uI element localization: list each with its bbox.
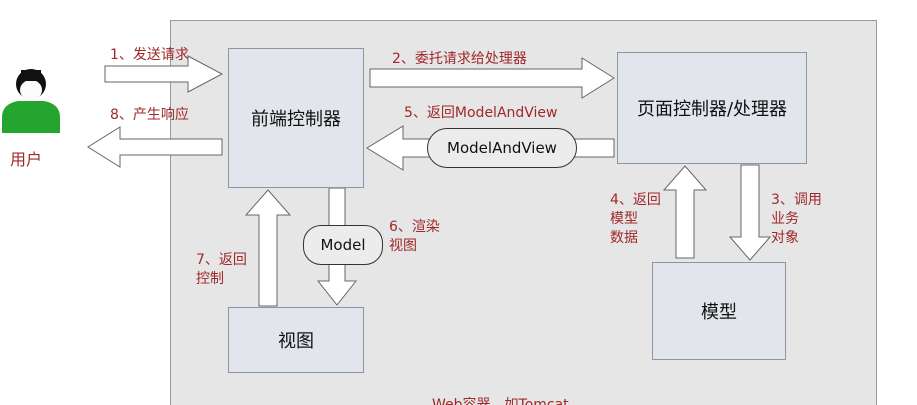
step-4-label: 4、返回 模型 数据	[610, 192, 661, 246]
arrow-return-control	[244, 189, 292, 307]
container-caption: Web容器，如Tomcat	[432, 397, 569, 405]
step-3-label: 3、调用 业务 对象	[771, 192, 822, 246]
model-oval: Model	[303, 225, 383, 265]
arrow-return-model	[662, 165, 708, 259]
user-icon	[2, 69, 60, 133]
step-2-label: 2、委托请求给处理器	[392, 51, 527, 67]
step-6-label: 6、渲染 视图	[389, 219, 440, 254]
modelandview-oval: ModelAndView	[427, 128, 577, 168]
user-label: 用户	[10, 150, 43, 169]
model-oval-label: Model	[320, 236, 366, 254]
step-7-label: 7、返回 控制	[196, 252, 247, 287]
modelandview-oval-label: ModelAndView	[447, 139, 557, 157]
arrow-send-request	[104, 55, 224, 93]
view-box: 视图	[228, 307, 364, 373]
arrow-delegate-request	[369, 57, 615, 99]
page-controller-label: 页面控制器/处理器	[636, 99, 788, 120]
page-controller-box: 页面控制器/处理器	[617, 52, 807, 164]
arrow-call-business	[728, 164, 772, 261]
step-1-label: 1、发送请求	[110, 47, 189, 63]
front-controller-label: 前端控制器	[251, 109, 341, 130]
model-box-label: 模型	[701, 302, 737, 323]
model-box: 模型	[652, 262, 786, 360]
step-8-label: 8、产生响应	[110, 107, 189, 123]
step-5-label: 5、返回ModelAndView	[404, 105, 558, 121]
view-box-label: 视图	[278, 331, 314, 352]
front-controller-box: 前端控制器	[228, 48, 364, 188]
arrow-response	[87, 126, 223, 168]
